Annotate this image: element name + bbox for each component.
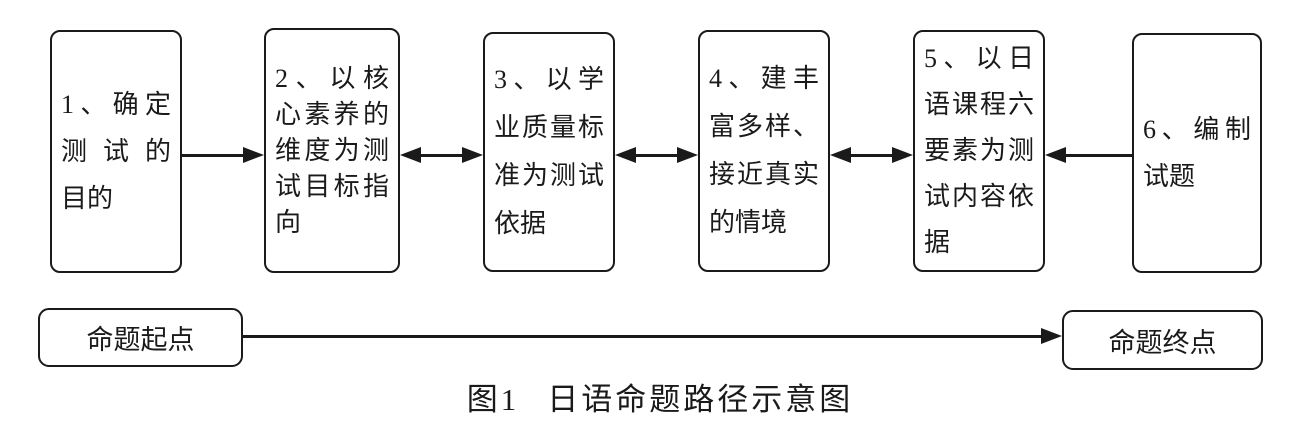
arrow-right-icon	[182, 147, 264, 163]
arrowhead-right-icon	[243, 147, 264, 163]
arrow-double-icon	[830, 147, 913, 163]
flow-box-line: 测试的	[61, 137, 171, 166]
flow-box-line: 准为测试	[494, 161, 604, 190]
flow-box-5: 5、以日 语课程六 要素为测 试内容依 据	[913, 30, 1045, 272]
arrowhead-left-icon	[830, 147, 851, 163]
flow-box-line: 1、确定	[61, 90, 171, 119]
arrow-shaft	[182, 153, 243, 157]
flow-box-line: 语课程六	[924, 90, 1034, 119]
arrow-shaft	[1066, 153, 1132, 157]
start-point-box: 命题起点	[38, 308, 243, 367]
arrowhead-right-icon	[462, 147, 483, 163]
flow-box-line: 试目标指	[275, 171, 389, 201]
arrow-double-icon	[400, 147, 483, 163]
flow-box-line: 心素养的	[275, 99, 389, 129]
flow-box-line: 6、编制	[1143, 115, 1251, 144]
start-point-label: 命题起点	[86, 325, 195, 355]
flow-box-line: 目的	[61, 184, 114, 213]
flow-box-line: 富多样、	[709, 112, 819, 141]
flow-box-line: 业质量标	[494, 113, 604, 142]
arrow-right-icon	[243, 328, 1062, 344]
flow-box-line: 4、建丰	[709, 64, 819, 93]
arrowhead-right-icon	[892, 147, 913, 163]
flow-box-line: 要素为测	[924, 136, 1034, 165]
flow-box-1: 1、确定 测试的 目的	[50, 30, 182, 273]
arrow-double-icon	[615, 147, 698, 163]
end-point-box: 命题终点	[1062, 310, 1263, 370]
flow-box-line: 向	[275, 207, 302, 237]
flow-box-line: 依据	[494, 209, 547, 238]
flow-box-6: 6、编制 试题	[1132, 33, 1262, 273]
flow-box-line: 维度为测	[275, 135, 389, 165]
flow-box-line: 据	[924, 228, 951, 257]
arrowhead-left-icon	[1045, 147, 1066, 163]
flow-box-line: 接近真实	[709, 160, 819, 189]
flow-box-3: 3、以学 业质量标 准为测试 依据	[483, 32, 615, 272]
arrow-shaft	[851, 153, 892, 157]
end-point-label: 命题终点	[1108, 327, 1217, 358]
arrow-shaft	[243, 334, 1041, 338]
flow-box-line: 试内容依	[924, 182, 1034, 211]
arrow-left-icon	[1045, 147, 1132, 163]
flow-box-line: 的情境	[709, 208, 788, 237]
arrowhead-left-icon	[400, 147, 421, 163]
arrowhead-left-icon	[615, 147, 636, 163]
flow-box-2: 2、以核 心素养的 维度为测 试目标指 向	[264, 28, 400, 273]
flow-box-4: 4、建丰 富多样、 接近真实 的情境	[698, 30, 830, 272]
flow-box-line: 2、以核	[275, 63, 389, 93]
arrow-shaft	[636, 153, 677, 157]
figure-caption: 图1 日语命题路径示意图	[467, 374, 854, 419]
figure-caption-number: 图1	[466, 382, 520, 417]
arrow-shaft	[421, 153, 462, 157]
flow-box-line: 试题	[1143, 162, 1196, 191]
arrowhead-right-icon	[677, 147, 698, 163]
flow-box-line: 3、以学	[494, 65, 604, 94]
flow-box-line: 5、以日	[924, 44, 1034, 73]
figure-caption-title: 日语命题路径示意图	[547, 382, 854, 417]
arrowhead-right-icon	[1041, 328, 1062, 344]
